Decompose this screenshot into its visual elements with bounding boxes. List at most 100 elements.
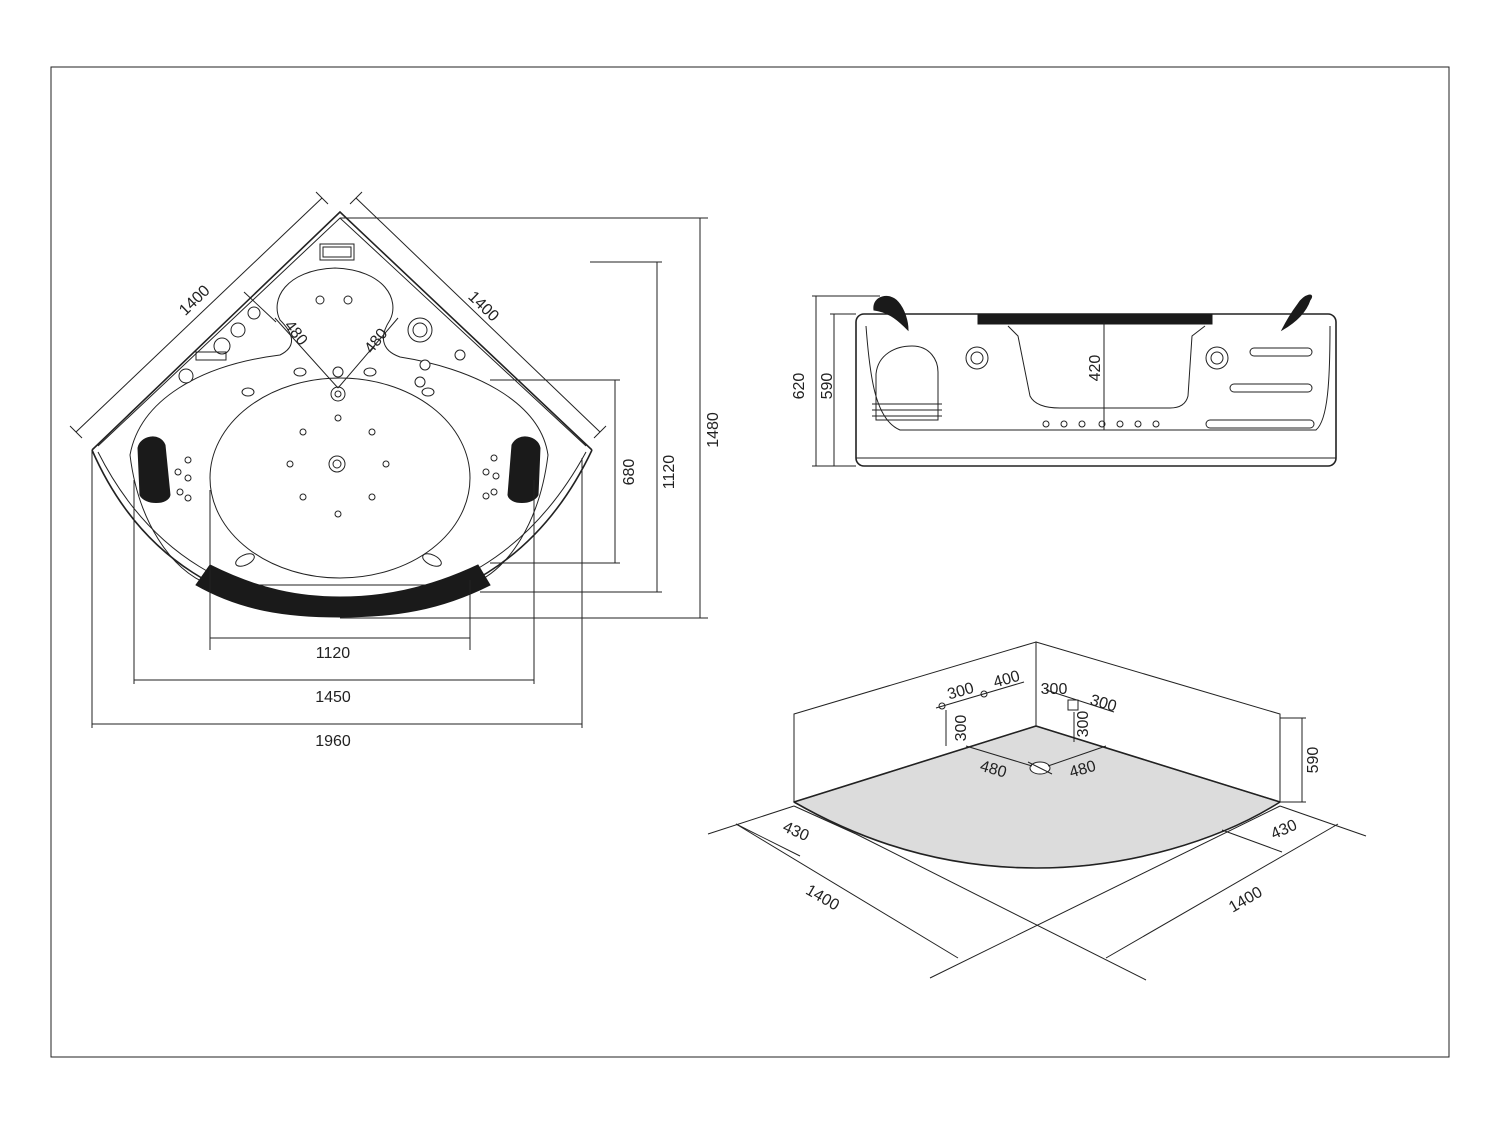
dimension-line [735,823,959,959]
left-headrest-icon [873,295,909,332]
control-knob-icon [213,337,231,355]
jet-icon [1060,420,1068,428]
jet-icon [332,366,344,378]
dimension-tick [315,191,329,205]
jet-icon [490,454,498,462]
floor-jet-icon [299,493,307,501]
foot-well [209,377,471,579]
side-view: 620 590 420 [791,294,1337,467]
jet-icon [1078,420,1086,428]
dimension-line [1045,689,1115,713]
dimension-line [355,197,601,433]
jet-icon [184,494,192,502]
dimension-line [274,317,339,389]
drain-cross [1027,761,1053,775]
pipe-outlet-icon [1067,699,1079,711]
jet-icon [293,367,307,377]
speaker-cone-icon [1210,351,1224,365]
jet-icon [176,488,184,496]
dimension-label: 1120 [661,455,678,490]
jet-icon [315,295,325,305]
jet-icon [1134,420,1142,428]
jet-icon [1152,420,1160,428]
dimension-line [75,197,323,433]
jet-icon [490,488,498,496]
dimension-label: 300 [953,715,970,742]
top-view: 1400 1400 480 480 680 1120 1480 1120 145… [69,191,722,750]
frame-border [50,66,1450,1058]
tub-outer-rim [91,210,593,451]
dimension-label: 1400 [1226,884,1265,917]
dimension-line [1279,805,1367,837]
dimension-line [1047,745,1107,767]
dimension-line [1105,823,1339,959]
dimension-line [1221,829,1283,853]
drain-knob-icon [178,368,194,384]
dimension-label: 300 [1088,692,1118,716]
dimension-label: 590 [1305,747,1322,774]
dimension-label: 1480 [705,412,722,448]
dimension-label: 590 [819,373,836,400]
floor-jet-icon [334,414,342,422]
dimension-tick [69,425,83,439]
dimension-label: 1960 [315,733,351,750]
grab-bar-icon [1205,419,1315,429]
dimension-label: 1400 [176,282,213,319]
grab-bar-icon [1229,383,1313,393]
jet-icon [363,367,377,377]
jet-icon [343,295,353,305]
floor-jet-icon [368,493,376,501]
jet-icon [482,468,490,476]
dimension-label: 1400 [803,882,842,915]
dimension-label: 1120 [316,645,351,662]
dimension-label: 400 [992,668,1022,692]
dimension-label: 300 [1041,681,1068,698]
dimension-line [337,317,399,389]
dimension-label: 620 [791,373,808,400]
speaker-cone-icon [970,351,984,365]
tub-side-body [855,313,1337,467]
control-knob-icon [247,306,261,320]
right-headrest-icon [1280,294,1312,332]
dimension-line [929,805,1281,979]
dimension-label: 430 [1269,817,1300,843]
foot-jet-icon [235,553,255,567]
top-rim-bar [977,313,1213,325]
dimension-label: 480 [978,758,1008,782]
dimension-label: 1450 [315,689,351,706]
dimension-line [965,745,1033,767]
tub-inner-profile [865,325,1331,431]
jet-icon [241,387,255,397]
jet-icon [184,456,192,464]
dimension-tick [349,191,363,205]
dimension-line [735,823,801,857]
dimension-label: 300 [1075,711,1092,738]
jet-icon [419,359,431,371]
dimension-label: 420 [1087,355,1104,382]
floor-jet-icon [368,428,376,436]
jet-icon [184,474,192,482]
grab-bar-icon [1249,347,1313,357]
seat-icon [875,345,939,421]
jet-icon [482,492,490,500]
jet-icon [421,387,435,397]
dimension-tick [593,425,607,439]
dimension-line [793,805,857,835]
tub-basin-profile [1007,325,1206,409]
dimension-line [243,291,277,323]
tub-footprint-arc [793,801,1281,869]
floor-area [792,725,1282,869]
jet-core-icon [334,390,342,398]
dimension-label: 300 [946,680,976,704]
dimension-label: 430 [780,819,811,845]
control-knob-icon [230,322,246,338]
jet-icon [1116,420,1124,428]
left-headrest-icon [137,436,171,503]
faucet-icon [195,351,227,361]
install-view: 300 400 300 300 300 300 480 480 590 430 … [707,641,1367,981]
floor-jet-icon [382,460,390,468]
control-panel-screen [322,246,352,258]
jet-icon [414,376,426,388]
